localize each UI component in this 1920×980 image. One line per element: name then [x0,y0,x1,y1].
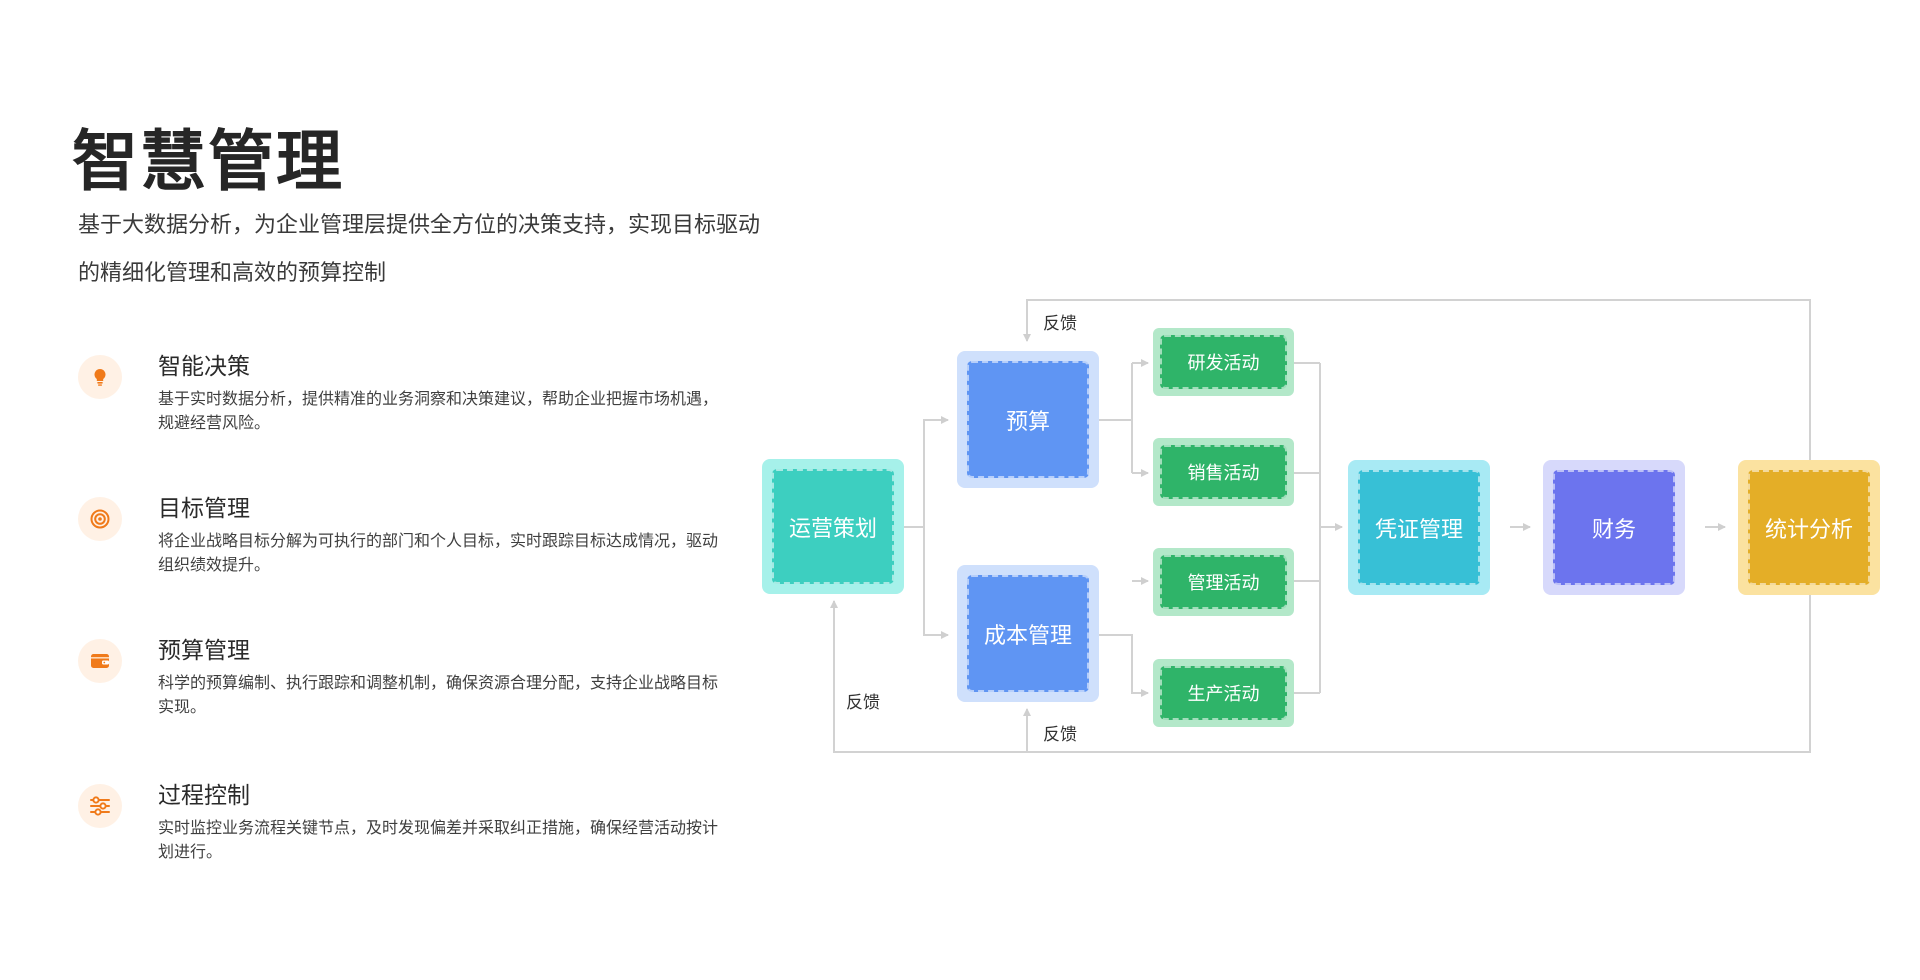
flow-node-cost[interactable]: 成本管理 [957,565,1099,702]
flow-node-mgmt[interactable]: 管理活动 [1153,548,1294,616]
feature-desc: 将企业战略目标分解为可执行的部门和个人目标，实时跟踪目标达成情况，驱动组织绩效提… [158,531,719,574]
page-title: 智慧管理 [72,123,344,200]
feature-title: 过程控制 [158,783,250,809]
flow-node-finance[interactable]: 财务 [1543,460,1685,595]
flow-node-label: 凭证管理 [1358,470,1480,585]
feature-title: 目标管理 [158,496,250,522]
flow-node-label: 预算 [967,361,1089,478]
feedback-label-bottom: 反馈 [1043,725,1077,745]
flow-node-label: 管理活动 [1160,555,1287,609]
feature-desc: 实时监控业务流程关键节点，及时发现偏差并采取纠正措施，确保经营活动按计划进行。 [158,818,719,861]
flow-node-ops[interactable]: 运营策划 [762,459,904,594]
feature-desc: 基于实时数据分析，提供精准的业务洞察和决策建议，帮助企业把握市场机遇，规避经营风… [158,389,719,432]
feedback-label-top: 反馈 [1043,314,1077,334]
target-icon [78,497,122,541]
flow-node-voucher[interactable]: 凭证管理 [1348,460,1490,595]
feature-title: 预算管理 [158,638,250,664]
feature-desc: 科学的预算编制、执行跟踪和调整机制，确保资源合理分配，支持企业战略目标实现。 [158,673,719,716]
page-subtitle: 基于大数据分析，为企业管理层提供全方位的决策支持，实现目标驱动的精细化管理和高效… [78,213,761,286]
feature-title: 智能决策 [158,354,250,380]
flow-node-rd[interactable]: 研发活动 [1153,328,1294,396]
flow-node-label: 运营策划 [772,469,894,584]
wallet-icon [78,639,122,683]
flow-node-budget[interactable]: 预算 [957,351,1099,488]
flow-node-label: 成本管理 [967,575,1089,692]
lightbulb-icon [78,355,122,399]
flow-node-sales[interactable]: 销售活动 [1153,438,1294,506]
flow-node-label: 研发活动 [1160,335,1287,389]
feedback-label-left: 反馈 [846,693,880,713]
flow-node-stats[interactable]: 统计分析 [1738,460,1880,595]
flow-node-label: 财务 [1553,470,1675,585]
flow-node-label: 销售活动 [1160,445,1287,499]
flow-node-prod[interactable]: 生产活动 [1153,659,1294,727]
flow-node-label: 统计分析 [1748,470,1870,585]
sliders-icon [78,784,122,828]
flow-node-label: 生产活动 [1160,666,1287,720]
